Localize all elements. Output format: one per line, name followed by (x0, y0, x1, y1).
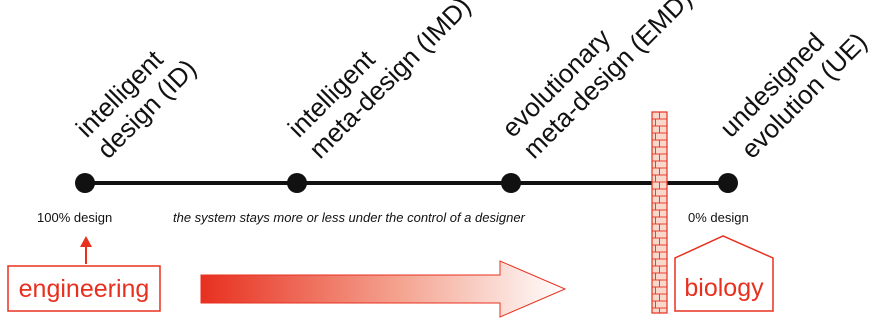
stage-label-ue: undesigned evolution (UE) (714, 27, 873, 165)
engineering-label: engineering (19, 275, 150, 303)
biology-box (674, 235, 774, 312)
engineering-box (7, 265, 161, 312)
dot-id (75, 173, 95, 193)
scale-left-label: 100% design (37, 210, 112, 225)
dot-imd (287, 173, 307, 193)
biology-label: biology (684, 274, 764, 302)
dot-ue (718, 173, 738, 193)
stage-label-imd: intelligent meta-design (IMD) (282, 0, 477, 164)
up-arrow-icon (80, 236, 92, 264)
dot-emd (501, 173, 521, 193)
scale-middle-label: the system stays more or less under the … (173, 210, 526, 225)
gradient-arrow (200, 260, 567, 318)
scale-right-label: 0% design (688, 210, 749, 225)
brick-wall (651, 111, 668, 314)
stage-label-id: intelligent design (ID) (70, 44, 202, 165)
